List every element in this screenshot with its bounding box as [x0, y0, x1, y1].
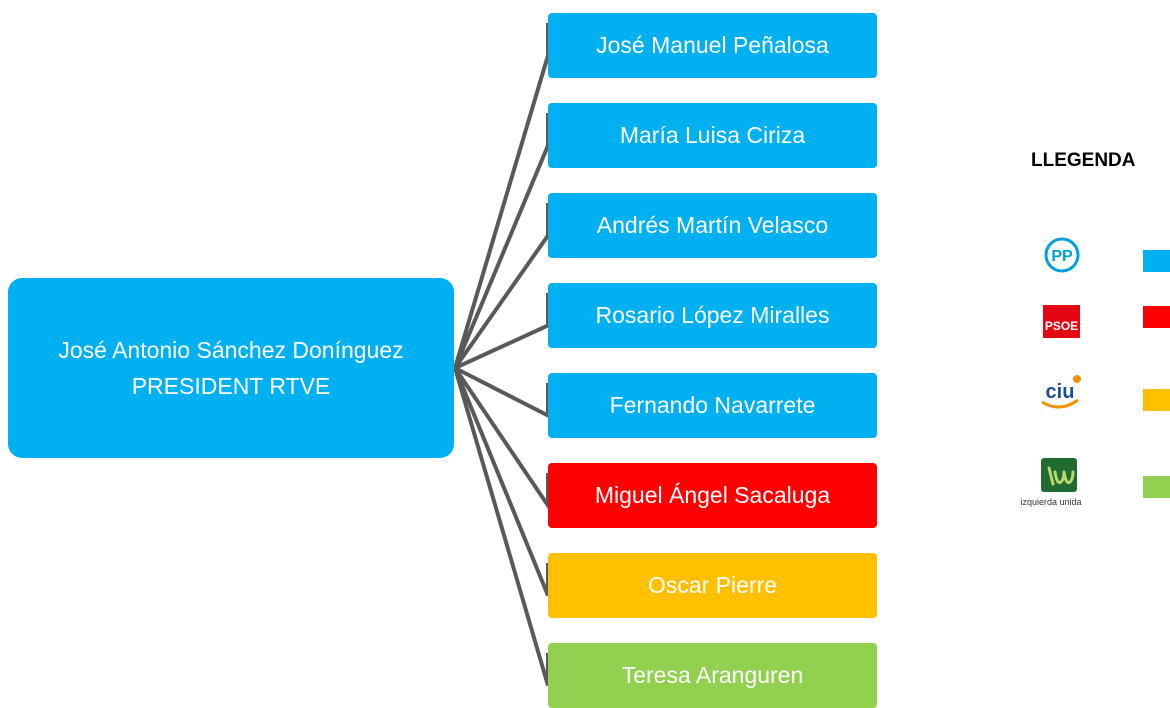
member-name: Oscar Pierre — [647, 572, 778, 598]
member-name: José Manuel Peñalosa — [596, 32, 829, 58]
member-box: Rosario López Miralles — [548, 283, 877, 348]
member-box: María Luisa Ciriza — [548, 103, 877, 168]
president-role: PRESIDENT RTVE — [131, 373, 331, 399]
legend-swatch-ciu — [1143, 389, 1170, 411]
legend-swatch-pp — [1143, 250, 1170, 272]
iu-logo-icon: izquierda unida — [1020, 458, 1082, 507]
psoe-logo-icon: PSOE — [1043, 305, 1080, 338]
president-name: José Antonio Sánchez Donínguez — [58, 337, 404, 363]
member-box: Fernando Navarrete — [548, 373, 877, 438]
legend-item-ciu: ciu — [1020, 369, 1170, 425]
president-box: José Antonio Sánchez Donínguez PRESIDENT… — [8, 278, 454, 458]
pp-logo-icon: PP — [1044, 237, 1080, 273]
psoe-logo-text: PSOE — [1045, 319, 1078, 333]
iu-logo-text: izquierda unida — [1020, 497, 1081, 507]
member-name: Andrés Martín Velasco — [596, 212, 829, 238]
member-box: Miguel Ángel Sacaluga — [548, 463, 877, 528]
legend-item-iu: izquierda unida — [1020, 454, 1170, 510]
member-box: Andrés Martín Velasco — [548, 193, 877, 258]
ciu-logo-text: ciu — [1046, 381, 1075, 403]
member-name: Teresa Aranguren — [621, 662, 804, 688]
member-name: María Luisa Ciriza — [619, 122, 806, 148]
legend-swatch-iu — [1143, 476, 1170, 498]
ciu-logo-icon: ciu — [1041, 375, 1081, 409]
connector-line — [453, 23, 550, 369]
connector-line — [453, 367, 550, 687]
legend-item-psoe: PSOE — [1020, 292, 1170, 348]
member-box: Teresa Aranguren — [548, 643, 877, 708]
member-name: Miguel Ángel Sacaluga — [594, 482, 831, 508]
connector-line — [453, 203, 550, 370]
member-name: Fernando Navarrete — [609, 392, 816, 418]
pp-logo-text: PP — [1051, 248, 1073, 265]
member-box: José Manuel Peñalosa — [548, 13, 877, 78]
member-name: Rosario López Miralles — [595, 302, 830, 328]
legend-title: LLEGENDA — [1031, 150, 1136, 171]
legend-item-pp: PP — [1020, 228, 1170, 284]
legend-swatch-psoe — [1143, 306, 1170, 328]
member-box: Oscar Pierre — [548, 553, 877, 618]
